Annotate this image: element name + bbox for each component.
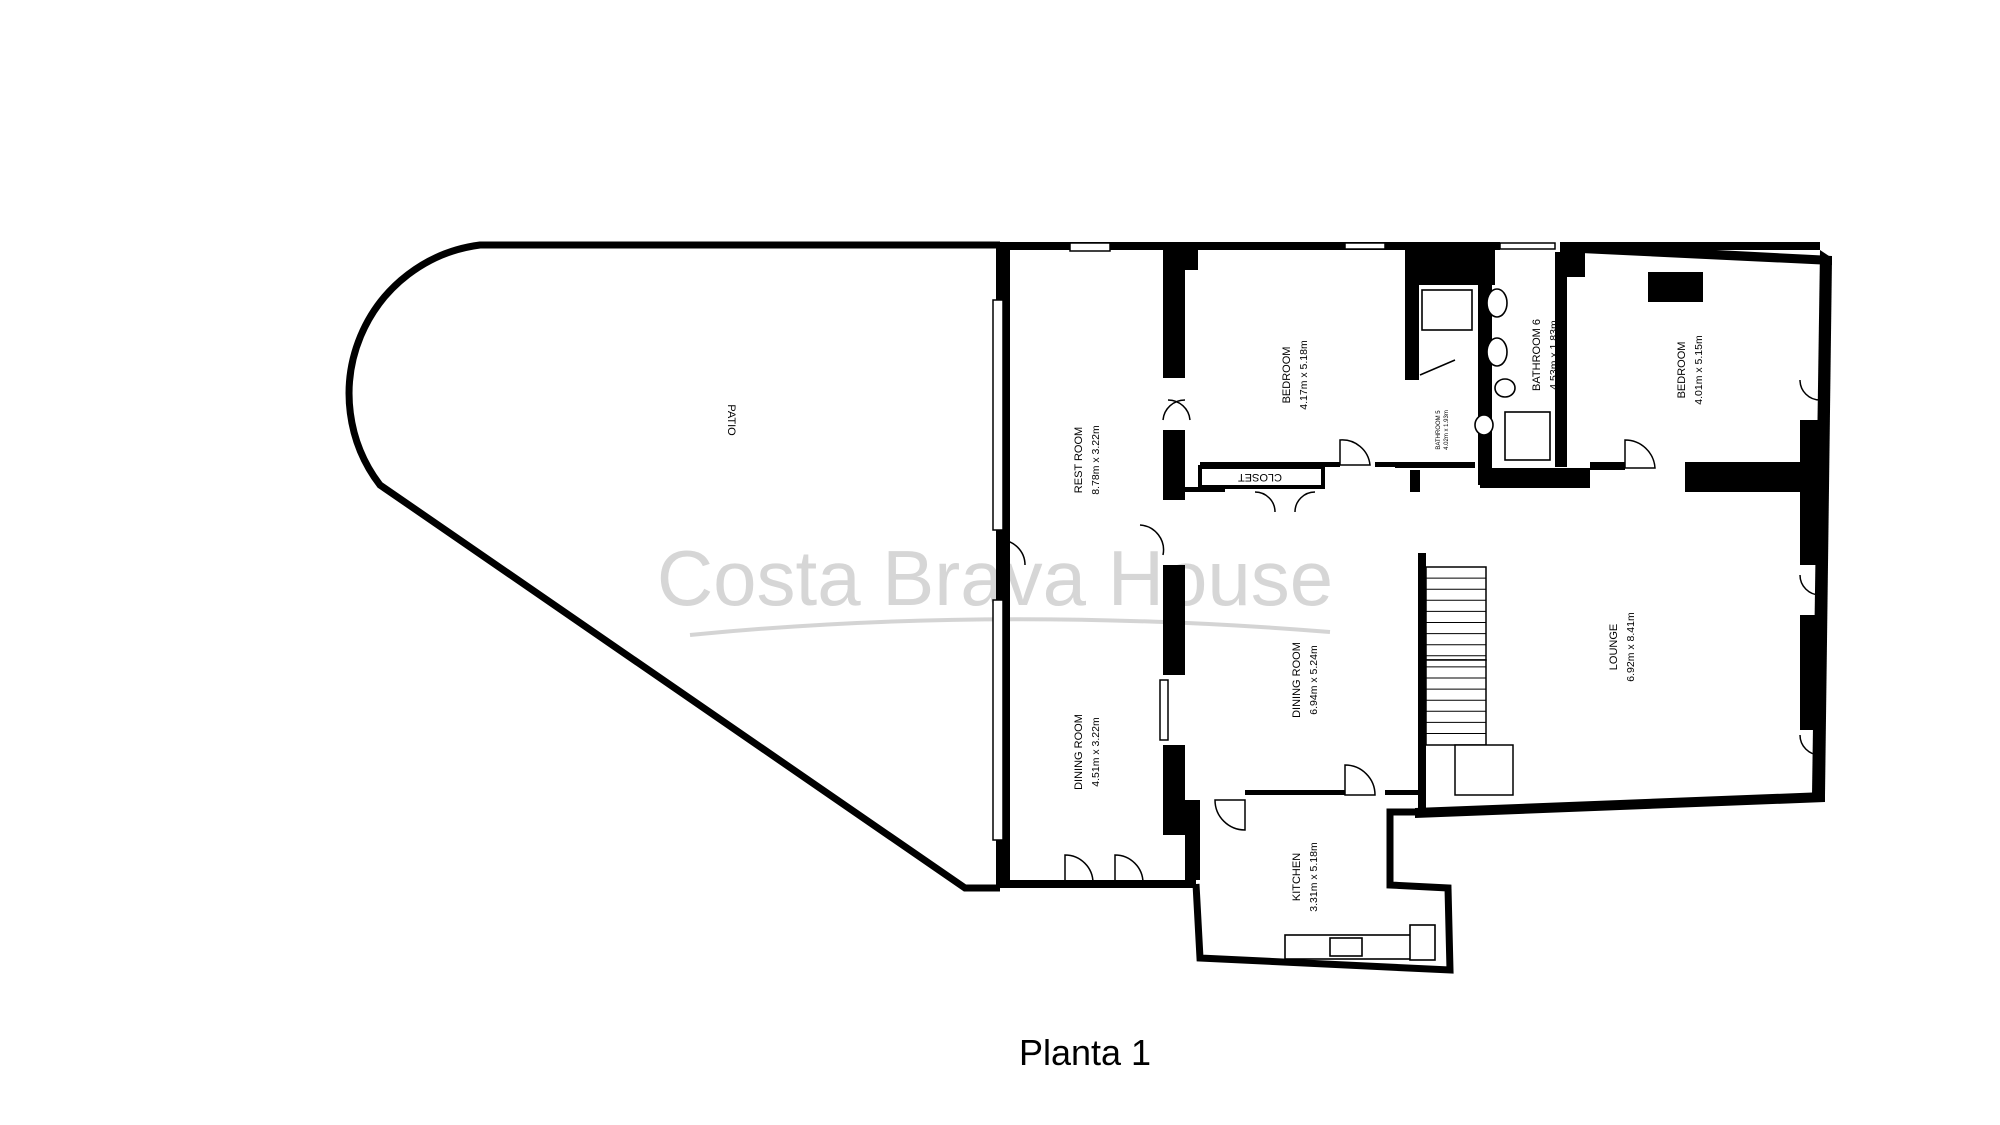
door-closet	[1254, 491, 1276, 513]
wall-bath5-left	[1405, 250, 1419, 380]
sink-bath5-icon	[1474, 414, 1494, 436]
rest-room-dims: 8.78m x 3.22m	[1090, 425, 1102, 495]
patio-label: PATIO	[725, 404, 737, 436]
shower-bath6-icon	[1504, 411, 1551, 461]
door-closet-b	[1294, 491, 1316, 513]
dining-room-small-dims: 4.51m x 3.22m	[1090, 717, 1102, 787]
door-kitchen-2	[1344, 764, 1376, 796]
pier-1	[1163, 258, 1185, 378]
windows	[992, 242, 1556, 841]
wall-bottom-left	[996, 880, 1196, 888]
stair-steps	[1426, 566, 1486, 734]
stove-icon	[1409, 924, 1436, 961]
kitchen-outline	[1192, 808, 1454, 974]
pier-2	[1163, 430, 1185, 500]
door-rest-dining	[1139, 524, 1165, 556]
bathroom-6-dims: 4.53m x 1.83m	[1548, 320, 1560, 390]
patio-area	[345, 241, 1000, 892]
wall-top-b	[1560, 242, 1820, 250]
floor-caption: Planta 1	[1019, 1032, 1151, 1073]
lounge-dims: 6.92m x 8.41m	[1625, 612, 1637, 682]
dining-room-large-label: DINING ROOM	[1291, 642, 1303, 718]
door-rest-dining-b	[999, 539, 1026, 566]
door-bed1	[1339, 439, 1371, 466]
doors	[999, 359, 1821, 884]
toilet-bath6-icon	[1486, 337, 1508, 367]
door-lounge-right-1	[1799, 379, 1821, 401]
bathroom-5-label: BATHROOM 5	[1436, 410, 1442, 450]
window-rest-top	[1069, 242, 1111, 252]
wall-bed2-top	[1565, 252, 1585, 277]
lounge-label: LOUNGE	[1608, 624, 1620, 670]
wall-bath5-stub	[1410, 470, 1420, 492]
window-bath6-top	[1499, 242, 1556, 250]
pier-3	[1163, 565, 1185, 675]
staircase	[1425, 566, 1514, 796]
wall-bath5-right	[1478, 250, 1492, 485]
stair-run-2	[1425, 659, 1487, 746]
wall-kitchen-top	[1245, 790, 1345, 795]
door-bath5	[1419, 359, 1456, 376]
closet-label: CLOSET	[1238, 471, 1282, 483]
door-lounge-right-2	[1799, 574, 1821, 596]
wall-dining-top	[1185, 487, 1225, 492]
dining-room-small-label: DINING ROOM	[1073, 714, 1085, 790]
toilet-bath5-icon	[1486, 288, 1508, 318]
wall-bed1-bottom-b	[1375, 462, 1405, 467]
pier-right-2	[1800, 615, 1825, 730]
bedroom-2-label: BEDROOM	[1676, 342, 1688, 399]
wall-top-a	[1000, 242, 1500, 250]
door-bed2	[1624, 439, 1656, 469]
bedroom-1-label: BEDROOM	[1281, 347, 1293, 404]
window-rest-left-2	[992, 599, 1004, 841]
window-rest-left-1	[992, 299, 1004, 531]
closet-box	[1198, 465, 1325, 489]
door-patio-2	[1114, 854, 1144, 884]
wall-kitchen-top-b	[1385, 790, 1420, 795]
shower-bath5-icon	[1421, 289, 1473, 331]
bedroom-1-dims: 4.17m x 5.18m	[1298, 340, 1310, 410]
door-lounge-right-3	[1799, 734, 1821, 756]
room-labels: PATIO REST ROOM 8.78m x 3.22m DINING ROO…	[725, 319, 1705, 912]
door-rest-bed1	[1167, 399, 1191, 421]
pier-4	[1163, 745, 1185, 835]
door-kitchen-1	[1214, 799, 1246, 831]
wall-bottom-lounge	[1415, 792, 1825, 818]
wall-top-right	[1560, 242, 1832, 265]
bedroom-2-dims: 4.01m x 5.15m	[1693, 335, 1705, 405]
wall-stair-left	[1418, 553, 1426, 815]
bathroom-5-dims: 4.02m x 1.93m	[1444, 410, 1450, 450]
wall-bed2-bottom-a	[1590, 462, 1625, 470]
sink-bath6-icon	[1494, 378, 1516, 398]
interior-walls	[1163, 245, 1825, 880]
wall-bath6-right	[1555, 252, 1567, 467]
door-rest-bed1-b	[1162, 399, 1186, 421]
bathroom-6-label: BATHROOM 6	[1531, 319, 1543, 391]
stair-run-1	[1425, 566, 1487, 661]
door-patio-1	[1064, 854, 1094, 884]
chimney-bed2	[1648, 272, 1703, 302]
kitchen-dims: 3.31m x 5.18m	[1308, 842, 1320, 912]
wall-bath5-bottom-a	[1395, 462, 1475, 468]
patio-outline	[345, 241, 1000, 892]
rest-room-label: REST ROOM	[1073, 427, 1085, 493]
stair-landing	[1454, 744, 1514, 796]
bathroom-fixtures	[1421, 288, 1551, 461]
kitchen-fixtures	[1284, 924, 1436, 961]
wall-bed1-left	[1163, 245, 1198, 270]
kitchen-label: KITCHEN	[1291, 853, 1303, 901]
pier-dining-b	[1185, 800, 1200, 880]
sink-kitchen-icon	[1329, 937, 1363, 957]
window-dining-left	[1159, 679, 1169, 741]
wall-bed1-bottom	[1200, 462, 1340, 467]
window-bed1-top	[1344, 242, 1386, 250]
dining-room-large-dims: 6.94m x 5.24m	[1308, 645, 1320, 715]
wall-bath-bottom	[1480, 468, 1590, 488]
pier-right-1	[1800, 420, 1825, 565]
